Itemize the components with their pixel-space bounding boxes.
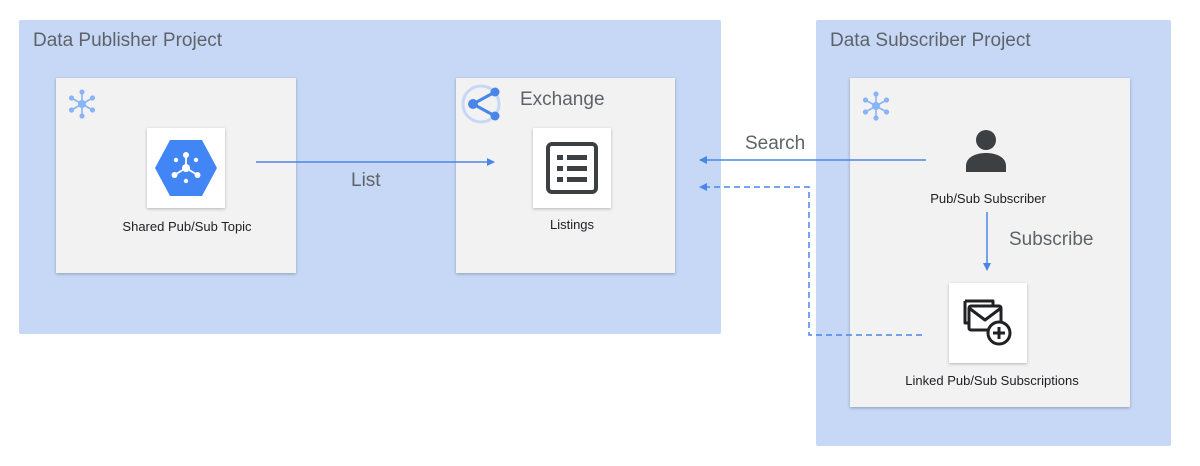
hub-icon [68,89,96,119]
linked-subscriptions-label: Linked Pub/Sub Subscriptions [905,373,1079,388]
linked-subscription-dashed-arrow [699,183,922,336]
list-icon [546,142,598,194]
shared-topic-label: Shared Pub/Sub Topic [122,219,252,234]
list-label: List [351,170,381,191]
pubsub-hexagon-icon [155,140,217,196]
listings-label: Listings [549,217,595,232]
subscribe-label: Subscribe [1009,229,1094,250]
search-label: Search [745,133,806,154]
linked-mail-add-icon [963,299,1012,346]
share-icon [461,84,501,124]
subscriber-project-title: Data Subscriber Project [830,30,1031,51]
subscriber-label: Pub/Sub Subscriber [930,191,1046,206]
exchange-card[interactable]: Exchange Listings [456,78,675,273]
subscriber-resource-card[interactable]: Pub/Sub Subscriber Subscribe Linked Pub/… [850,78,1130,407]
linked-subscriptions-tile[interactable] [949,283,1027,363]
shared-topic-tile[interactable] [147,128,225,208]
listings-tile[interactable] [533,128,611,208]
publisher-resource-card[interactable]: Shared Pub/Sub Topic [56,78,296,273]
exchange-title: Exchange [520,89,605,110]
hub-icon [862,91,890,121]
person-icon[interactable] [962,126,1010,174]
publisher-project-title: Data Publisher Project [33,30,223,51]
